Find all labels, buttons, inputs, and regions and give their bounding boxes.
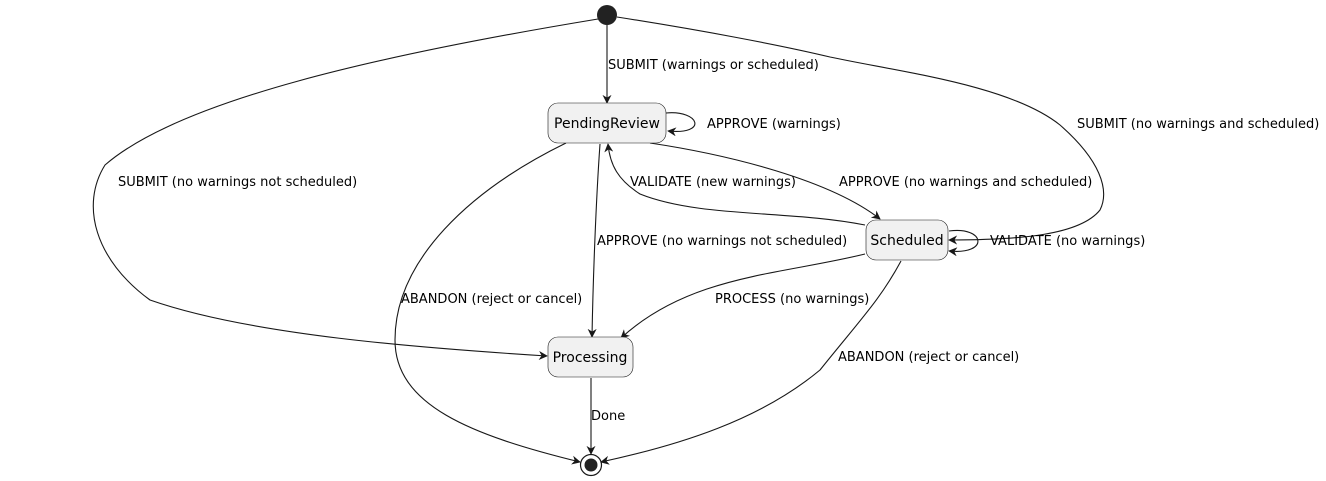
edge-pendingreview-self-loop — [665, 112, 696, 137]
label-approve-no-warnings-and-scheduled: APPROVE (no warnings and scheduled) — [839, 175, 1092, 190]
state-pendingreview-label: PendingReview — [554, 116, 660, 132]
label-submit-warnings-or-scheduled: SUBMIT (warnings or scheduled) — [608, 58, 819, 73]
label-validate-no-warnings: VALIDATE (no warnings) — [990, 234, 1145, 249]
state-processing: Processing — [547, 336, 634, 378]
edge-scheduled-to-processing — [620, 253, 866, 339]
label-abandon-from-pendingreview: ABANDON (reject or cancel) — [401, 292, 582, 307]
state-scheduled-label: Scheduled — [870, 233, 943, 249]
label-submit-no-warnings-not-scheduled: SUBMIT (no warnings not scheduled) — [118, 175, 357, 190]
label-done: Done — [591, 409, 625, 424]
edge-pendingreview-to-processing — [587, 143, 601, 338]
label-approve-warnings: APPROVE (warnings) — [707, 117, 841, 132]
label-approve-no-warnings-not-scheduled: APPROVE (no warnings not scheduled) — [597, 234, 847, 249]
edge-pendingreview-to-final — [394, 142, 581, 465]
initial-state-dot — [597, 5, 617, 25]
edge-scheduled-self-loop — [948, 229, 979, 257]
label-abandon-from-scheduled: ABANDON (reject or cancel) — [838, 350, 1019, 365]
state-pendingreview: PendingReview — [547, 102, 667, 144]
label-validate-new-warnings: VALIDATE (new warnings) — [630, 175, 796, 190]
edge-scheduled-to-pendingreview — [604, 143, 866, 226]
edge-start-to-scheduled — [616, 16, 1105, 245]
label-submit-no-warnings-and-scheduled: SUBMIT (no warnings and scheduled) — [1077, 117, 1319, 132]
label-process-no-warnings: PROCESS (no warnings) — [715, 292, 869, 307]
state-scheduled: Scheduled — [865, 219, 949, 261]
state-processing-label: Processing — [553, 350, 628, 366]
edge-scheduled-to-final — [600, 260, 902, 465]
edge-pendingreview-to-scheduled — [649, 142, 881, 220]
final-state — [579, 453, 603, 477]
edge-start-to-processing — [92, 18, 599, 360]
